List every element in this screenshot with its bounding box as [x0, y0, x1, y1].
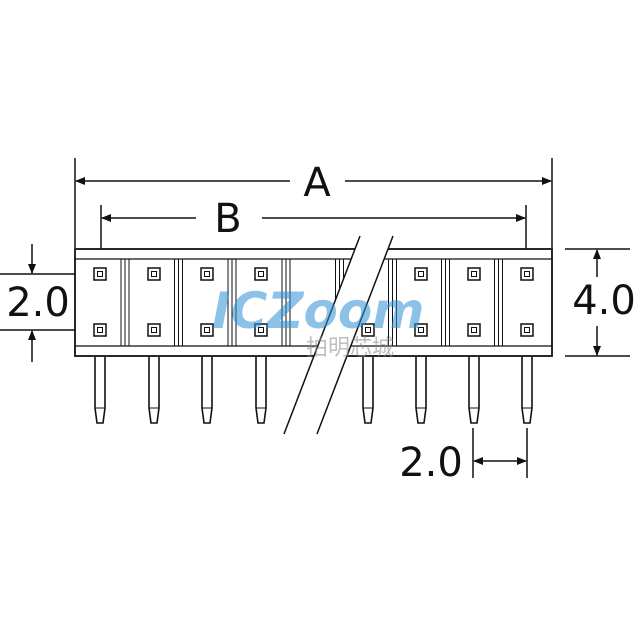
- contact-hole: [258, 327, 264, 333]
- break-band: [284, 236, 393, 434]
- pin: [148, 357, 160, 424]
- pin: [521, 357, 533, 424]
- pin: [468, 357, 480, 424]
- contact-hole: [524, 271, 530, 277]
- contact-hole: [97, 327, 103, 333]
- contact-hole: [471, 271, 477, 277]
- pin-pitch-label: 2.0: [399, 440, 463, 486]
- contact-hole: [524, 327, 530, 333]
- connector-pins: [94, 357, 533, 424]
- contact-hole: [258, 271, 264, 277]
- dimension-b-label: B: [214, 196, 241, 242]
- pin: [362, 357, 374, 424]
- pin: [94, 357, 106, 424]
- contact-hole: [471, 327, 477, 333]
- row-pitch-label: 2.0: [6, 280, 70, 326]
- contact-hole: [151, 271, 157, 277]
- dimension-a: A: [74, 158, 553, 248]
- contact-hole: [97, 271, 103, 277]
- contact-hole: [418, 327, 424, 333]
- pin: [255, 357, 267, 424]
- watermark-chinese: 拍明芯城: [306, 336, 394, 361]
- contact-hole: [151, 327, 157, 333]
- dimension-b: B: [100, 196, 527, 262]
- contact-hole: [204, 327, 210, 333]
- body-outline: [74, 248, 553, 357]
- watermark: ICZoom 拍明芯城: [212, 282, 424, 361]
- dimension-pin-pitch: 2.0: [399, 428, 528, 486]
- dimension-a-label: A: [303, 160, 331, 206]
- body-height-label: 4.0: [572, 278, 636, 324]
- break-line-left: [283, 235, 361, 435]
- contact-hole: [365, 327, 371, 333]
- contact-hole: [418, 271, 424, 277]
- dimension-body-height: 4.0: [565, 248, 636, 357]
- watermark-brand: ICZoom: [212, 282, 424, 340]
- pin: [415, 357, 427, 424]
- pin: [201, 357, 213, 424]
- contact-hole: [204, 271, 210, 277]
- break-line-right: [316, 235, 394, 435]
- connector-body: [74, 248, 553, 357]
